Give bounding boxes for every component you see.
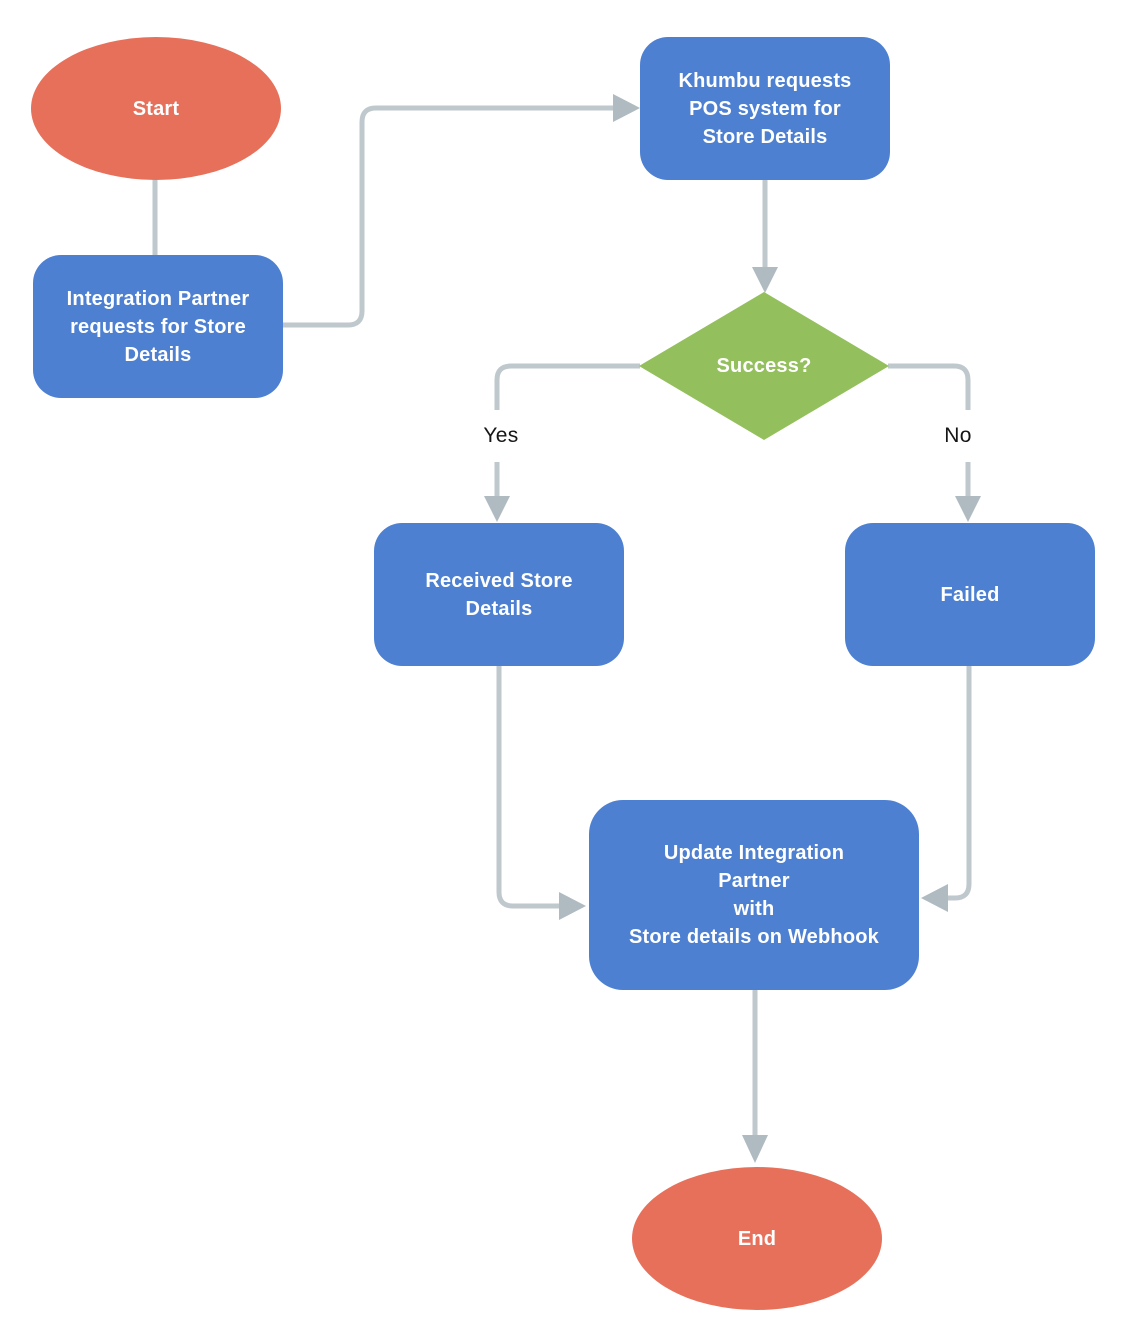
node-success-decision-label: Success? bbox=[716, 355, 812, 377]
node-khumbu-request-label: Khumbu requests POS system for Store Det… bbox=[678, 69, 852, 148]
edge-integration-to-khumbu bbox=[283, 105, 614, 328]
arrowhead-khumbu-to-success bbox=[752, 267, 778, 293]
edge-failed-to-update bbox=[948, 666, 972, 901]
edge-success-no-upper bbox=[888, 363, 971, 410]
node-update-integration-partner: Update Integration Partner with Store de… bbox=[589, 800, 919, 990]
node-update-integration-partner-label: Update Integration Partner with Store de… bbox=[628, 842, 879, 948]
arrowhead-update-to-end bbox=[742, 1135, 768, 1163]
node-failed: Failed bbox=[845, 523, 1095, 666]
arrowhead-integration-to-khumbu bbox=[613, 94, 640, 122]
node-received-store-details: Received Store Details bbox=[374, 523, 624, 666]
arrowhead-received-to-update bbox=[559, 892, 586, 920]
edge-label-yes: Yes bbox=[483, 424, 519, 447]
node-start-label: Start bbox=[132, 97, 180, 120]
node-integration-partner-request: Integration Partner requests for Store D… bbox=[33, 255, 283, 398]
node-integration-partner-request-label: Integration Partner requests for Store D… bbox=[66, 287, 250, 366]
node-khumbu-request: Khumbu requests POS system for Store Det… bbox=[640, 37, 890, 180]
node-received-store-details-label: Received Store Details bbox=[425, 569, 573, 620]
arrowhead-no-to-failed bbox=[955, 496, 981, 522]
edge-label-no: No bbox=[944, 424, 972, 447]
arrowhead-yes-to-received bbox=[484, 496, 510, 522]
edge-received-to-update bbox=[496, 666, 560, 909]
edge-success-yes-upper bbox=[494, 363, 640, 410]
node-failed-label: Failed bbox=[940, 583, 1000, 606]
node-start: Start bbox=[31, 37, 281, 180]
node-end: End bbox=[632, 1167, 882, 1310]
node-end-label: End bbox=[737, 1227, 777, 1250]
arrowhead-failed-to-update bbox=[921, 884, 948, 912]
